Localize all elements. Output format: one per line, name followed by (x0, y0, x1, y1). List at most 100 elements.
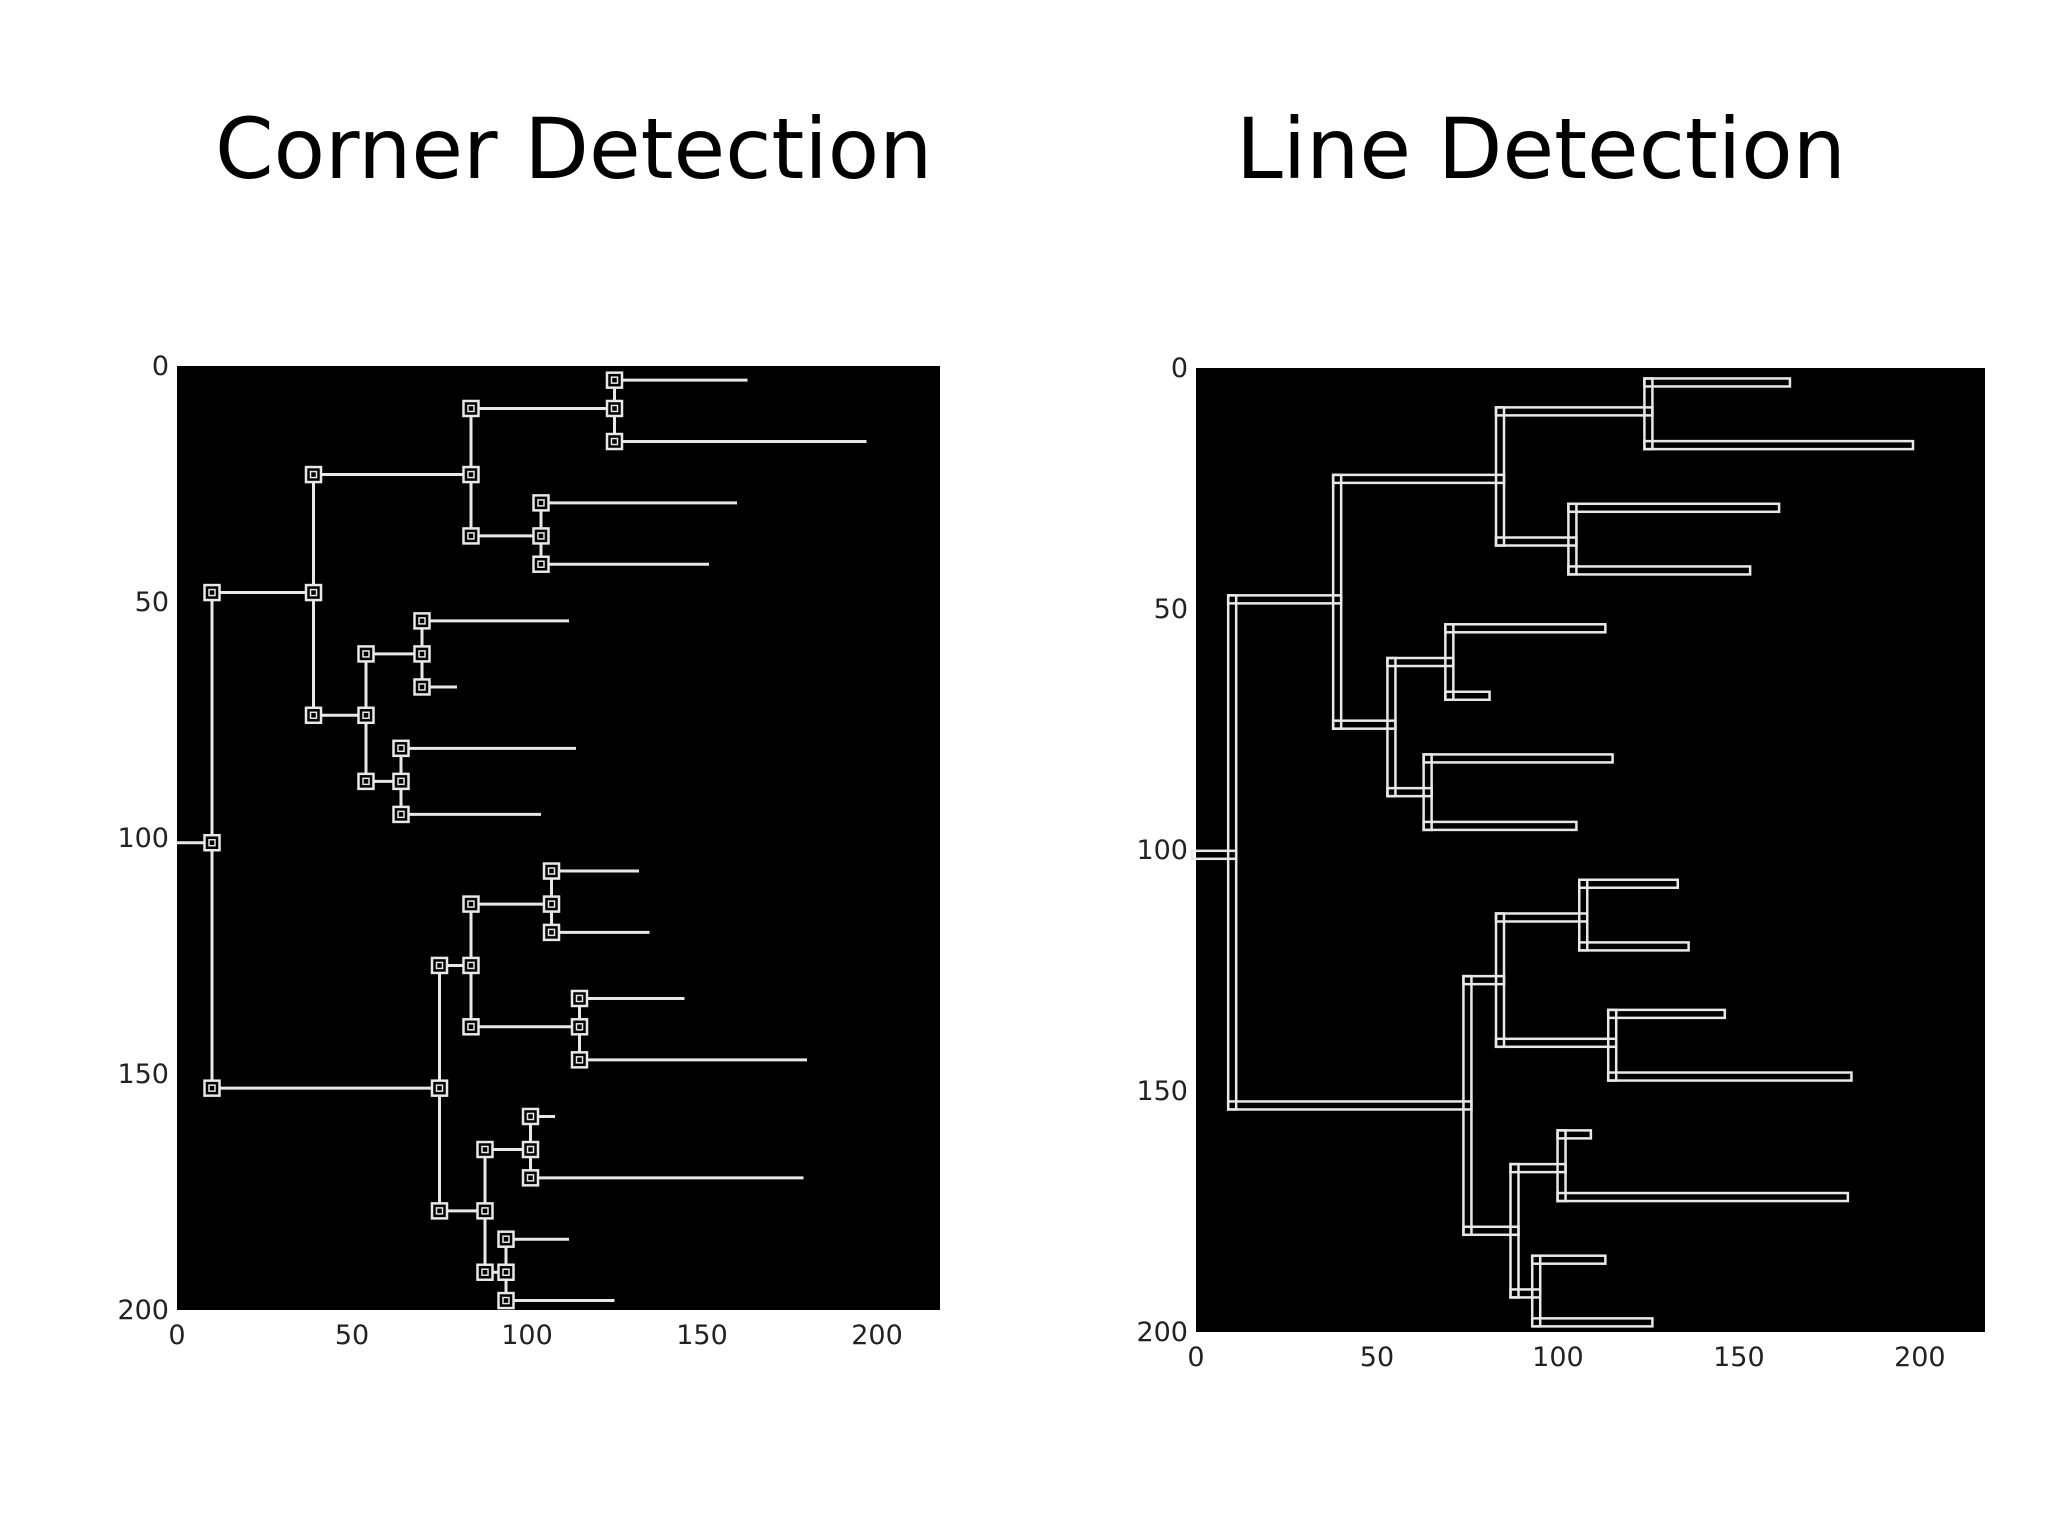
corner-marker-inner (467, 900, 475, 908)
corner-marker-inner (418, 683, 426, 691)
corner-marker-inner (537, 532, 545, 540)
corner-marker-inner (208, 838, 216, 847)
y-tick-label: 150 (1136, 1076, 1188, 1107)
corner-marker-inner (309, 470, 318, 479)
corner-marker (392, 805, 410, 824)
corner-marker-inner (467, 1023, 475, 1031)
x-tick-label: 0 (1187, 1342, 1204, 1373)
corner-marker-inner (362, 711, 370, 720)
x-tick-label: 100 (501, 1320, 553, 1351)
corner-marker-inner (418, 617, 426, 625)
y-tick-label: 0 (1171, 353, 1188, 384)
x-tick-label: 150 (1713, 1342, 1765, 1373)
corner-marker-inner (610, 404, 619, 413)
line-segment (1509, 1162, 1520, 1299)
corner-marker (357, 772, 375, 791)
corner-marker-inner (397, 810, 405, 819)
corner-marker-inner (467, 961, 475, 970)
corner-marker (570, 1018, 589, 1036)
y-tick-label: 0 (152, 351, 169, 382)
y-tick-label: 200 (1136, 1317, 1188, 1348)
corner-marker (304, 706, 323, 725)
corner-marker (542, 895, 561, 913)
corner-marker (304, 583, 323, 602)
x-tick-label: 150 (676, 1320, 728, 1351)
corner-marker (497, 1291, 515, 1310)
corner-marker-inner (502, 1268, 510, 1276)
corner-marker (413, 645, 431, 663)
corner-marker-inner (481, 1207, 489, 1215)
x-tick-label: 200 (851, 1320, 903, 1351)
corner-marker-inner (435, 961, 444, 970)
corner-marker-inner (575, 1023, 584, 1031)
corner-marker (357, 645, 375, 663)
corner-marker-inner (526, 1145, 535, 1154)
corner-marker (413, 612, 431, 630)
line-segment (1606, 1008, 1618, 1082)
corner-marker-inner (547, 928, 556, 937)
x-tick-label: 100 (1532, 1342, 1584, 1373)
corner-marker-inner (502, 1235, 510, 1243)
x-tick-label: 200 (1894, 1342, 1946, 1373)
line-segment (1556, 1129, 1567, 1203)
y-tick-label: 200 (117, 1295, 169, 1326)
corner-marker-inner (526, 1112, 535, 1121)
corner-marker-inner (467, 404, 475, 413)
corner-marker (203, 1079, 221, 1097)
corner-marker (462, 399, 480, 418)
corner-marker (476, 1202, 494, 1220)
corner-marker-inner (502, 1296, 510, 1305)
corner-marker (413, 678, 431, 696)
corner-marker (462, 895, 480, 913)
corner-marker-inner (575, 1056, 584, 1064)
corner-marker-inner (309, 588, 318, 597)
corner-marker (542, 862, 561, 880)
y-tick-label: 100 (1136, 835, 1188, 866)
corner-marker-inner (481, 1268, 489, 1276)
corner-marker-inner (467, 532, 475, 540)
corner-marker-inner (362, 777, 370, 786)
corner-marker-inner (575, 994, 584, 1003)
line-segment (1422, 753, 1433, 832)
corner-marker-inner (547, 900, 556, 908)
corner-marker (542, 923, 561, 942)
corner-marker-inner (208, 1084, 216, 1092)
corner-marker (521, 1169, 540, 1187)
corner-marker (430, 956, 449, 975)
y-tick-label: 50 (1154, 594, 1188, 625)
corner-marker (570, 989, 589, 1008)
corner-marker-inner (537, 499, 545, 507)
corner-marker (392, 772, 410, 791)
corner-marker-inner (547, 867, 556, 875)
corner-marker (570, 1051, 589, 1069)
corner-marker-inner (208, 588, 216, 597)
x-tick-label: 0 (168, 1320, 185, 1351)
line-detection-title: Line Detection (1236, 100, 1846, 198)
corner-marker (430, 1202, 449, 1220)
corner-marker (521, 1107, 540, 1126)
corner-marker-inner (481, 1145, 489, 1154)
line-segment (1530, 1254, 1542, 1328)
corner-marker (476, 1140, 494, 1159)
corner-marker (304, 465, 323, 484)
corner-marker-inner (435, 1207, 444, 1215)
corner-marker (203, 583, 221, 602)
corner-marker (532, 494, 550, 512)
corner-marker-inner (309, 711, 318, 720)
line-segment (1386, 656, 1397, 798)
corner-marker (532, 527, 550, 545)
corner-marker (203, 833, 221, 852)
corner-marker (357, 706, 375, 725)
corner-marker-inner (435, 1084, 444, 1092)
corner-marker (476, 1263, 494, 1281)
corner-marker (605, 432, 624, 451)
corner-marker (497, 1230, 515, 1248)
corner-marker (605, 399, 624, 418)
line-segment (1578, 878, 1589, 952)
corner-marker-inner (418, 650, 426, 658)
line-segment (1444, 623, 1455, 702)
line-segment (1494, 406, 1506, 547)
x-tick-label: 50 (1360, 1342, 1394, 1373)
